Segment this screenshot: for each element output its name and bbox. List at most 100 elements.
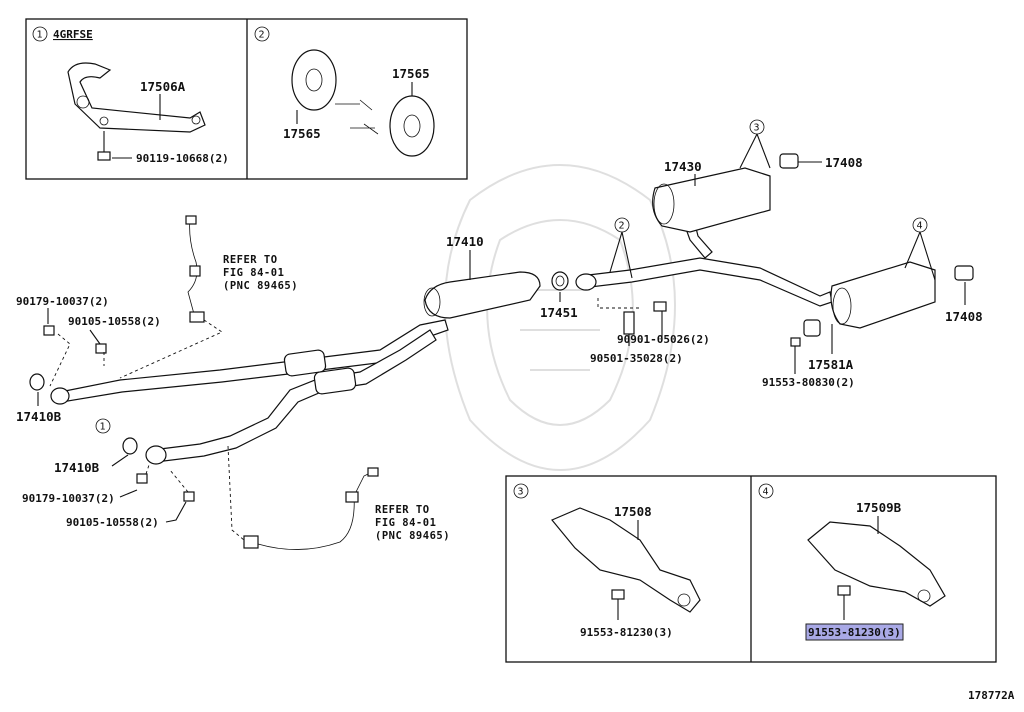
main-muffler-17430 — [652, 167, 771, 233]
bracket-17506a — [67, 62, 206, 133]
catalytic-converter-lower — [313, 367, 357, 395]
bracket-hole — [677, 593, 691, 607]
sensor-connector-lower — [367, 467, 379, 477]
leader-line — [111, 454, 129, 467]
bolt-head-icon — [97, 151, 111, 161]
part-number-17506a: 17506A — [140, 79, 186, 94]
sub-muffler-right — [830, 261, 936, 329]
sensor-dashed-upper — [119, 319, 223, 379]
gasket-17451 — [551, 271, 569, 291]
callout-circle — [513, 483, 529, 499]
o2-sensor-lower — [243, 535, 259, 549]
bracket-hole — [191, 115, 201, 125]
sensor-connector-upper — [185, 215, 197, 225]
part-number-17410b-top: 17410B — [16, 409, 62, 424]
leader-line — [165, 501, 187, 523]
callout-circle — [758, 483, 774, 499]
gasket-hole — [555, 275, 565, 287]
part-number-91553-bolt-4[interactable]: 91553-81230(3) — [808, 626, 901, 639]
rubber-mount-right — [389, 95, 435, 157]
sensor-17581a — [803, 319, 821, 337]
o2-sensor-upper — [189, 311, 205, 323]
mount-hole — [403, 114, 421, 138]
callout-2-leaders — [609, 231, 633, 279]
highlight-box — [805, 623, 904, 641]
part-number-90179-low: 90179-10037(2) — [22, 492, 115, 505]
inset-1-number: 1 — [37, 30, 43, 41]
sensor-clip-upper — [189, 265, 201, 277]
part-number-90901: 90901-05026(2) — [617, 333, 710, 346]
muffler-end — [653, 183, 675, 225]
spring-90501 — [623, 311, 635, 335]
bracket-hole — [917, 589, 931, 603]
rubber-mount-left — [291, 49, 337, 111]
part-number-17565-left: 17565 — [283, 126, 321, 141]
inset-2-number: 2 — [259, 30, 265, 41]
tail-flange — [575, 273, 597, 291]
ref-upper-line3: (PNC 89465) — [223, 280, 298, 292]
inset-3-number: 3 — [518, 487, 524, 498]
bolt-head-icon — [611, 589, 625, 600]
flange-lower — [145, 445, 167, 465]
front-pipe-upper — [50, 319, 449, 405]
ref-upper-line2: FIG 84-01 — [223, 267, 284, 279]
inset-4: 4 17509B 91553-81230(3) — [758, 483, 946, 641]
watermark-logo — [444, 164, 676, 471]
bracket-hole — [76, 95, 90, 109]
callout-3-leaders — [739, 133, 771, 169]
center-muffler-17410 — [423, 271, 541, 319]
exhaust-tip-right — [954, 265, 974, 281]
sensor-wire-lower — [257, 471, 373, 550]
mount-hole — [305, 68, 323, 92]
bolt-90105-top — [95, 343, 107, 354]
engine-code-label: 4GRFSE — [53, 28, 93, 41]
part-number-17408-right: 17408 — [945, 309, 983, 324]
sensor-wire-upper — [187, 217, 198, 315]
callout-circle — [254, 26, 270, 42]
gasket-17410b-top — [29, 373, 45, 391]
dashed-guide — [49, 333, 105, 387]
part-number-bolt: 90119-10668(2) — [136, 152, 229, 165]
ref-lower-line1: REFER TO — [375, 504, 430, 516]
bolt-91553-808 — [790, 337, 801, 347]
hanger-rod — [335, 99, 379, 135]
inset-3: 3 17508 91553-81230(3) — [513, 483, 701, 639]
part-number-17430: 17430 — [664, 159, 702, 174]
diagram-id: 178772A — [968, 689, 1015, 702]
callout-4-leaders — [904, 231, 936, 281]
inset-1: 1 4GRFSE 17506A 90119-10668(2) — [32, 26, 229, 165]
nut-90179-top — [43, 325, 55, 336]
bracket-17508 — [551, 507, 701, 613]
bolt-90105-low — [183, 491, 195, 502]
leader-line — [119, 489, 138, 498]
exhaust-tip-top — [779, 153, 799, 169]
callout-4-number: 4 — [917, 221, 923, 232]
part-number-17509b: 17509B — [856, 500, 902, 515]
part-number-17410: 17410 — [446, 234, 484, 249]
part-number-90179-top: 90179-10037(2) — [16, 295, 109, 308]
ref-lower-line3: (PNC 89465) — [375, 530, 450, 542]
nut-90179-low — [136, 473, 148, 484]
callout-3-number: 3 — [754, 123, 760, 134]
ref-lower-line2: FIG 84-01 — [375, 517, 436, 529]
part-number-17410b-low: 17410B — [54, 460, 100, 475]
callout-circle-1 — [95, 418, 111, 434]
muffler-end — [832, 287, 852, 325]
sensor-clip-lower — [345, 491, 359, 503]
part-number-17581a: 17581A — [808, 357, 854, 372]
part-number-17565-right: 17565 — [392, 66, 430, 81]
inset-4-number: 4 — [763, 487, 769, 498]
part-number-91553-bolt-3: 91553-81230(3) — [580, 626, 673, 639]
front-pipe-lower — [145, 329, 437, 465]
part-number-17408-top: 17408 — [825, 155, 863, 170]
bracket-hole — [99, 116, 109, 126]
part-number-90501: 90501-35028(2) — [590, 352, 683, 365]
dashed-guide — [145, 461, 189, 493]
part-number-91553-808: 91553-80830(2) — [762, 376, 855, 389]
leader-line — [89, 329, 101, 345]
part-number-90105-top: 90105-10558(2) — [68, 315, 161, 328]
callout-circle — [32, 26, 48, 42]
callout-1-number: 1 — [100, 422, 106, 433]
